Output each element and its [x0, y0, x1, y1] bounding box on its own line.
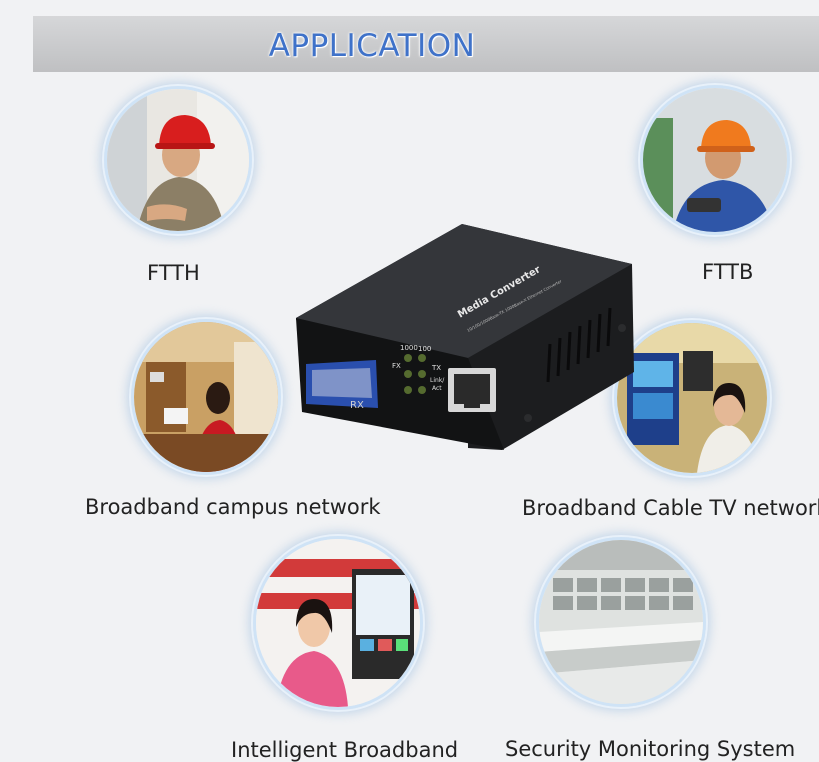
ftth-label: FTTH	[147, 261, 200, 285]
worker-hardhat-icon	[107, 89, 249, 231]
fttb-image	[640, 85, 790, 235]
led-act-label: Act	[432, 385, 442, 392]
security-monitoring-image	[536, 537, 706, 707]
led-100-label: 100	[418, 345, 431, 353]
control-room-icon	[539, 540, 703, 704]
fttb-label: FTTB	[702, 260, 754, 284]
led-tx-label: TX	[431, 364, 441, 372]
smart-tv-icon	[256, 539, 420, 707]
campus-network-label: Broadband campus network	[85, 495, 381, 519]
campus-room-icon	[134, 322, 278, 472]
header-banner	[33, 16, 819, 72]
led-1000-label: 1000	[400, 344, 418, 352]
port-rx-label: RX	[350, 400, 364, 411]
led-fx-label: FX	[392, 362, 401, 370]
campus-network-image	[131, 319, 281, 475]
media-converter-image: Media Converter 10/100/1000Base-TX 1000B…	[292, 222, 640, 452]
page-title: APPLICATION	[268, 28, 476, 64]
led-link-label: Link/	[430, 377, 445, 384]
technician-icon	[643, 88, 787, 232]
security-monitoring-label: Security Monitoring System	[505, 737, 796, 761]
intelligent-broadband-label: Intelligent Broadband	[231, 738, 459, 762]
intelligent-broadband-image	[253, 536, 423, 710]
cable-tv-label: Broadband Cable TV network	[522, 496, 819, 520]
media-converter-icon: Media Converter 10/100/1000Base-TX 1000B…	[296, 224, 634, 450]
ftth-image	[104, 86, 252, 234]
